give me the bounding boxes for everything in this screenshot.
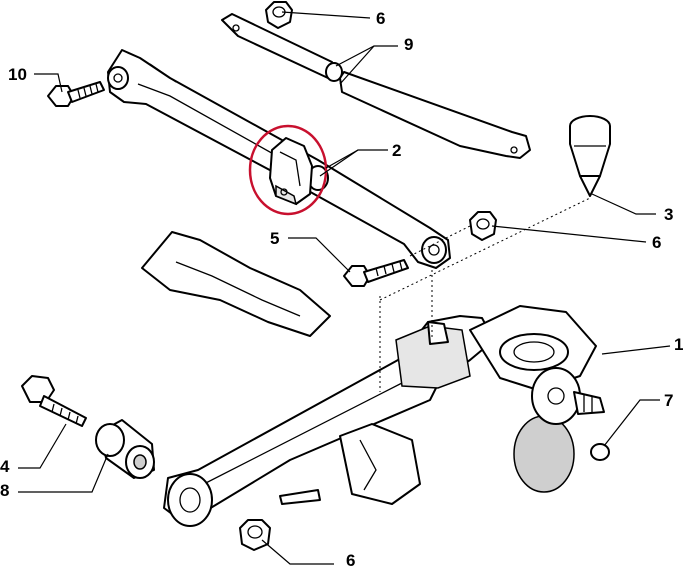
bump-stop-part-3: [569, 115, 611, 197]
upper-link-rod-part-9: [221, 13, 531, 159]
callout-10: 10: [8, 65, 27, 84]
highlight-circle: [248, 124, 328, 216]
bolt-part-5: [343, 259, 409, 287]
callout-labels: 6 9 10 2 3 6 5 1 7 4 8 6: [0, 9, 683, 566]
bushing-part-8: [95, 419, 155, 479]
leader-lines: [18, 11, 671, 565]
callout-5: 5: [270, 229, 279, 248]
axle-beam-part-1: [141, 231, 605, 527]
callout-9: 9: [404, 35, 413, 54]
callout-6-mid: 6: [652, 233, 661, 252]
callout-4: 4: [0, 457, 10, 476]
callout-1: 1: [674, 335, 683, 354]
callout-2: 2: [392, 141, 401, 160]
cap-part-7: [590, 443, 610, 461]
callout-3: 3: [664, 205, 673, 224]
callout-8: 8: [0, 481, 9, 500]
nut-part-6-top: [265, 1, 293, 29]
nut-part-6-bottom: [239, 519, 271, 551]
callout-7: 7: [664, 391, 673, 410]
callout-6-top: 6: [376, 9, 385, 28]
assembly-guide-lines: [379, 197, 591, 392]
nut-part-6-mid: [469, 211, 497, 241]
callout-6-bottom: 6: [346, 551, 355, 566]
bar-bushing-bracket: [269, 137, 313, 206]
bolt-part-4: [21, 375, 87, 427]
bolt-part-10: [47, 81, 105, 107]
